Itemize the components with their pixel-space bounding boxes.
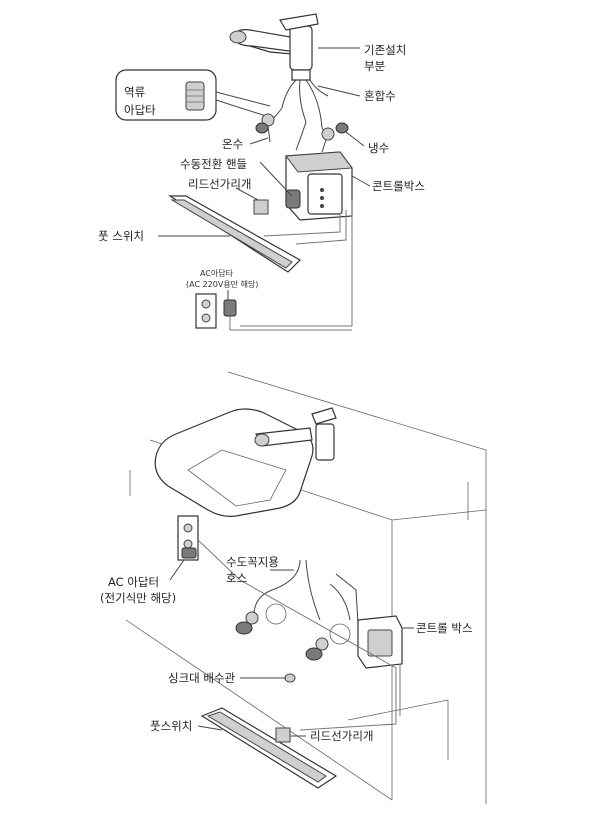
bottom-diagram — [125, 371, 487, 804]
bottom-control-box — [357, 615, 403, 669]
label-hot-water: 온수 — [222, 137, 243, 151]
label-faucet-hose-1: 수도꼭지용 — [226, 555, 279, 569]
faucet-drawing — [229, 13, 329, 129]
label-ac-adapter-1: AC 아답터 — [108, 575, 159, 589]
label-reverse-adapter-2: 아답타 — [124, 103, 156, 117]
top-diagram — [115, 13, 371, 331]
label-lead-holder-bottom: 리드선가리개 — [310, 729, 373, 743]
lead-holder-drawing — [253, 199, 269, 215]
label-mixed-water: 혼합수 — [364, 89, 396, 103]
hot-valve-drawing — [255, 107, 283, 143]
outlet-drawing — [195, 293, 237, 329]
cold-valve-drawing — [321, 122, 349, 153]
label-cold-water: 냉수 — [368, 141, 389, 155]
foot-switch-drawing — [167, 195, 301, 273]
label-foot-switch-bottom: 풋스위치 — [150, 719, 192, 733]
label-existing-install-2: 부분 — [364, 59, 385, 73]
label-foot-switch: 풋 스위치 — [98, 229, 144, 243]
bottom-foot-switch — [200, 707, 338, 789]
control-box-drawing — [285, 151, 353, 221]
bottom-outlet-drawing — [177, 515, 199, 561]
label-lead-holder: 리드선가리개 — [188, 177, 251, 191]
bottom-hot-valve — [235, 611, 259, 635]
sink-basin-drawing — [154, 408, 314, 517]
label-ac-adapter-note: (AC 220V용만 해당) — [186, 279, 258, 289]
bottom-faucet-drawing — [254, 407, 337, 461]
label-manual-handle: 수동전환 핸들 — [180, 157, 247, 171]
sink-drain-drawing — [284, 673, 296, 683]
reverse-adapter-callout — [115, 69, 271, 121]
label-sink-drain: 싱크대 배수관 — [168, 671, 236, 685]
label-existing-install-1: 기존설치 — [364, 43, 406, 57]
bottom-cold-valve — [305, 637, 329, 661]
label-control-box-bottom: 콘트롤 박스 — [416, 621, 473, 635]
label-ac-adapter-2: (전기식만 해당) — [100, 591, 176, 605]
label-reverse-adapter-1: 역류 — [124, 85, 145, 99]
label-ac-adapter: AC아답타 — [200, 268, 234, 278]
bottom-lead-holder — [275, 727, 291, 743]
label-faucet-hose-2: 호스 — [226, 571, 247, 585]
label-control-box: 콘트롤박스 — [372, 179, 425, 193]
